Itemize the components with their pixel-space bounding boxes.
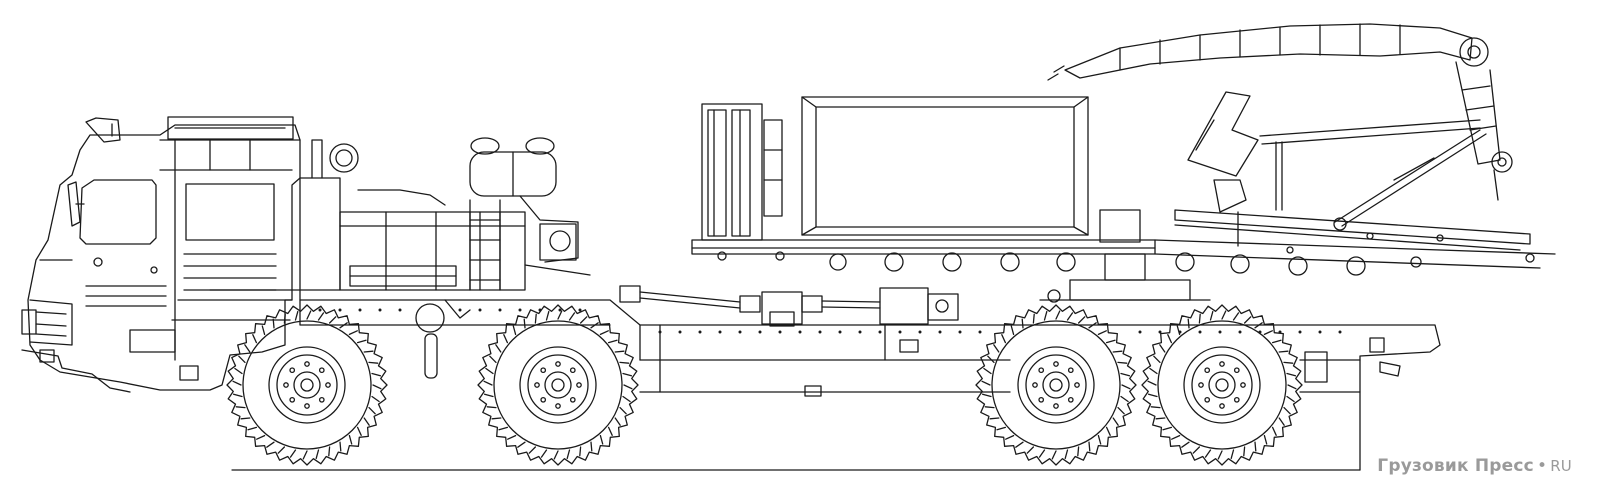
- cab: [22, 117, 300, 392]
- wheel-2: [478, 305, 638, 465]
- engine-compartment: [300, 138, 590, 378]
- wheel-4: [1142, 305, 1302, 465]
- watermark: Грузовик Пресс•RU: [1377, 456, 1572, 476]
- wheels: [227, 305, 1302, 465]
- watermark-brand: Грузовик Пресс: [1377, 456, 1534, 476]
- watermark-domain: RU: [1550, 457, 1572, 475]
- crane-arm: [1048, 24, 1555, 275]
- cargo-platform: [692, 97, 1210, 302]
- chassis-frame: [210, 290, 1440, 396]
- frame-rivets: [318, 308, 1342, 334]
- wheel-3: [976, 305, 1136, 465]
- watermark-separator: •: [1536, 456, 1548, 476]
- driveshafts: [620, 286, 958, 326]
- wheel-1: [227, 305, 387, 465]
